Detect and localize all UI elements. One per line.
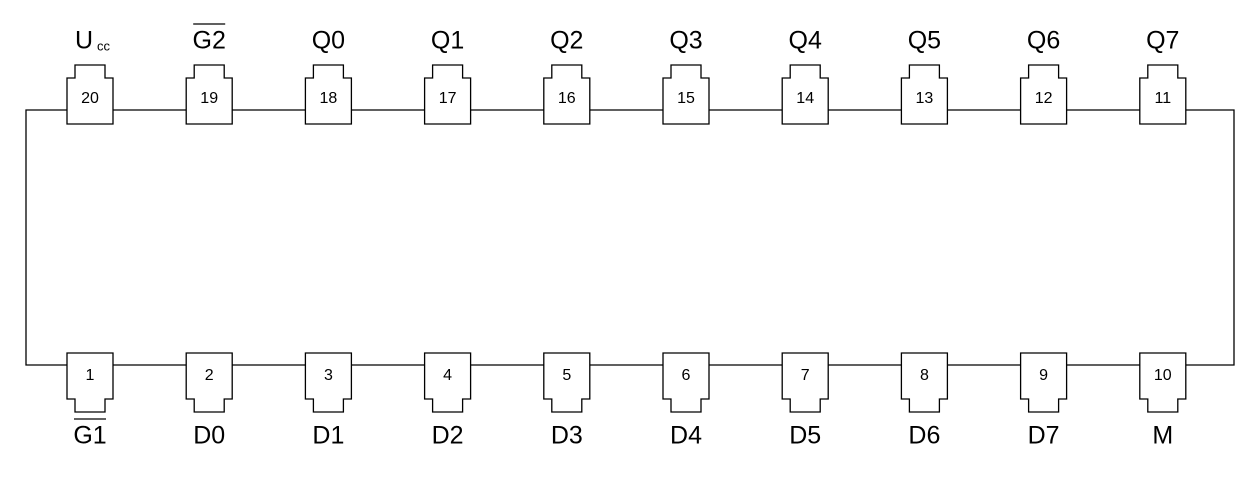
pin-label: Q0 [312, 27, 345, 55]
pin-body [304, 64, 353, 125]
pin-17: 17 Q1 [423, 27, 472, 125]
pin-label: Q4 [789, 27, 822, 55]
pin-15: 15 Q3 [662, 27, 710, 125]
pin-3: 3D1 [304, 352, 353, 450]
pin-label: D6 [908, 422, 940, 450]
pin-label: Q7 [1146, 27, 1179, 55]
pin-7: 7D5 [781, 352, 829, 450]
pin-body [781, 64, 829, 125]
pin-number: 10 [1154, 367, 1172, 384]
pin-body [543, 64, 591, 125]
pin-body [66, 64, 114, 125]
pin-body [1139, 64, 1187, 125]
pin-label: D3 [551, 422, 583, 450]
pin-label: M [1152, 422, 1173, 450]
pin-14: 14 Q4 [781, 27, 829, 125]
pin-10: 10M [1139, 352, 1187, 450]
pin-body [662, 352, 710, 413]
pin-9: 9D7 [1019, 352, 1068, 450]
pin-body [423, 352, 472, 413]
pin-13: 13 Q5 [900, 27, 949, 125]
pin-number: 19 [200, 90, 218, 107]
pin-number: 18 [320, 90, 338, 107]
pin-number: 4 [443, 367, 452, 384]
pin-number: 17 [439, 90, 457, 107]
pin-16: 16 Q2 [543, 27, 591, 125]
pin-label: D5 [789, 422, 821, 450]
pin-label: G1 [73, 422, 106, 450]
pin-6: 6D4 [662, 352, 710, 450]
pin-number: 5 [562, 367, 571, 384]
pin-label: Q1 [431, 27, 464, 55]
pin-body [781, 352, 829, 413]
pin-number: 8 [920, 367, 929, 384]
pin-12: 12 Q6 [1019, 27, 1068, 125]
pin-body [900, 64, 949, 125]
pin-label: Q2 [550, 27, 583, 55]
pin-19: 19 G2 [185, 23, 233, 125]
ic-outline-path [25, 109, 1235, 366]
pin-11: 11 Q7 [1139, 27, 1187, 125]
pin-number: 3 [324, 367, 333, 384]
pin-label-subscript: cc [97, 38, 111, 53]
pin-number: 12 [1035, 90, 1053, 107]
pin-body [66, 352, 114, 413]
pin-number: 9 [1039, 367, 1048, 384]
pin-label: Q5 [908, 27, 941, 55]
pin-number: 11 [1154, 90, 1171, 107]
pin-body [423, 64, 472, 125]
pin-body [1019, 352, 1068, 413]
pin-label: U [75, 27, 93, 55]
pin-body [1139, 352, 1187, 413]
pin-8: 8D6 [900, 352, 949, 450]
pin-4: 4D2 [423, 352, 472, 450]
pin-number: 20 [81, 90, 99, 107]
ic-body-outline [25, 109, 1235, 366]
pin-18: 18 Q0 [304, 27, 353, 125]
pin-body [662, 64, 710, 125]
pin-number: 14 [796, 90, 814, 107]
pin-number: 1 [86, 367, 95, 384]
pin-body [185, 352, 233, 413]
pin-number: 15 [677, 90, 695, 107]
pin-body [1019, 64, 1068, 125]
pin-label: D4 [670, 422, 702, 450]
pin-body [543, 352, 591, 413]
pin-label: D1 [312, 422, 344, 450]
pin-label: G2 [193, 27, 226, 55]
pin-5: 5D3 [543, 352, 591, 450]
pin-label: Q3 [669, 27, 702, 55]
pin-label: D0 [193, 422, 225, 450]
pin-label: D2 [432, 422, 464, 450]
pin-label: Q6 [1027, 27, 1060, 55]
pin-body [304, 352, 353, 413]
pin-body [900, 352, 949, 413]
pin-body [185, 64, 233, 125]
pin-2: 2D0 [185, 352, 233, 450]
pin-number: 7 [801, 367, 810, 384]
pin-number: 2 [205, 367, 214, 384]
pin-1: 1G1 [66, 352, 114, 450]
pin-label: D7 [1028, 422, 1060, 450]
pin-number: 16 [558, 90, 576, 107]
pin-number: 13 [916, 90, 934, 107]
pin-number: 6 [682, 367, 691, 384]
